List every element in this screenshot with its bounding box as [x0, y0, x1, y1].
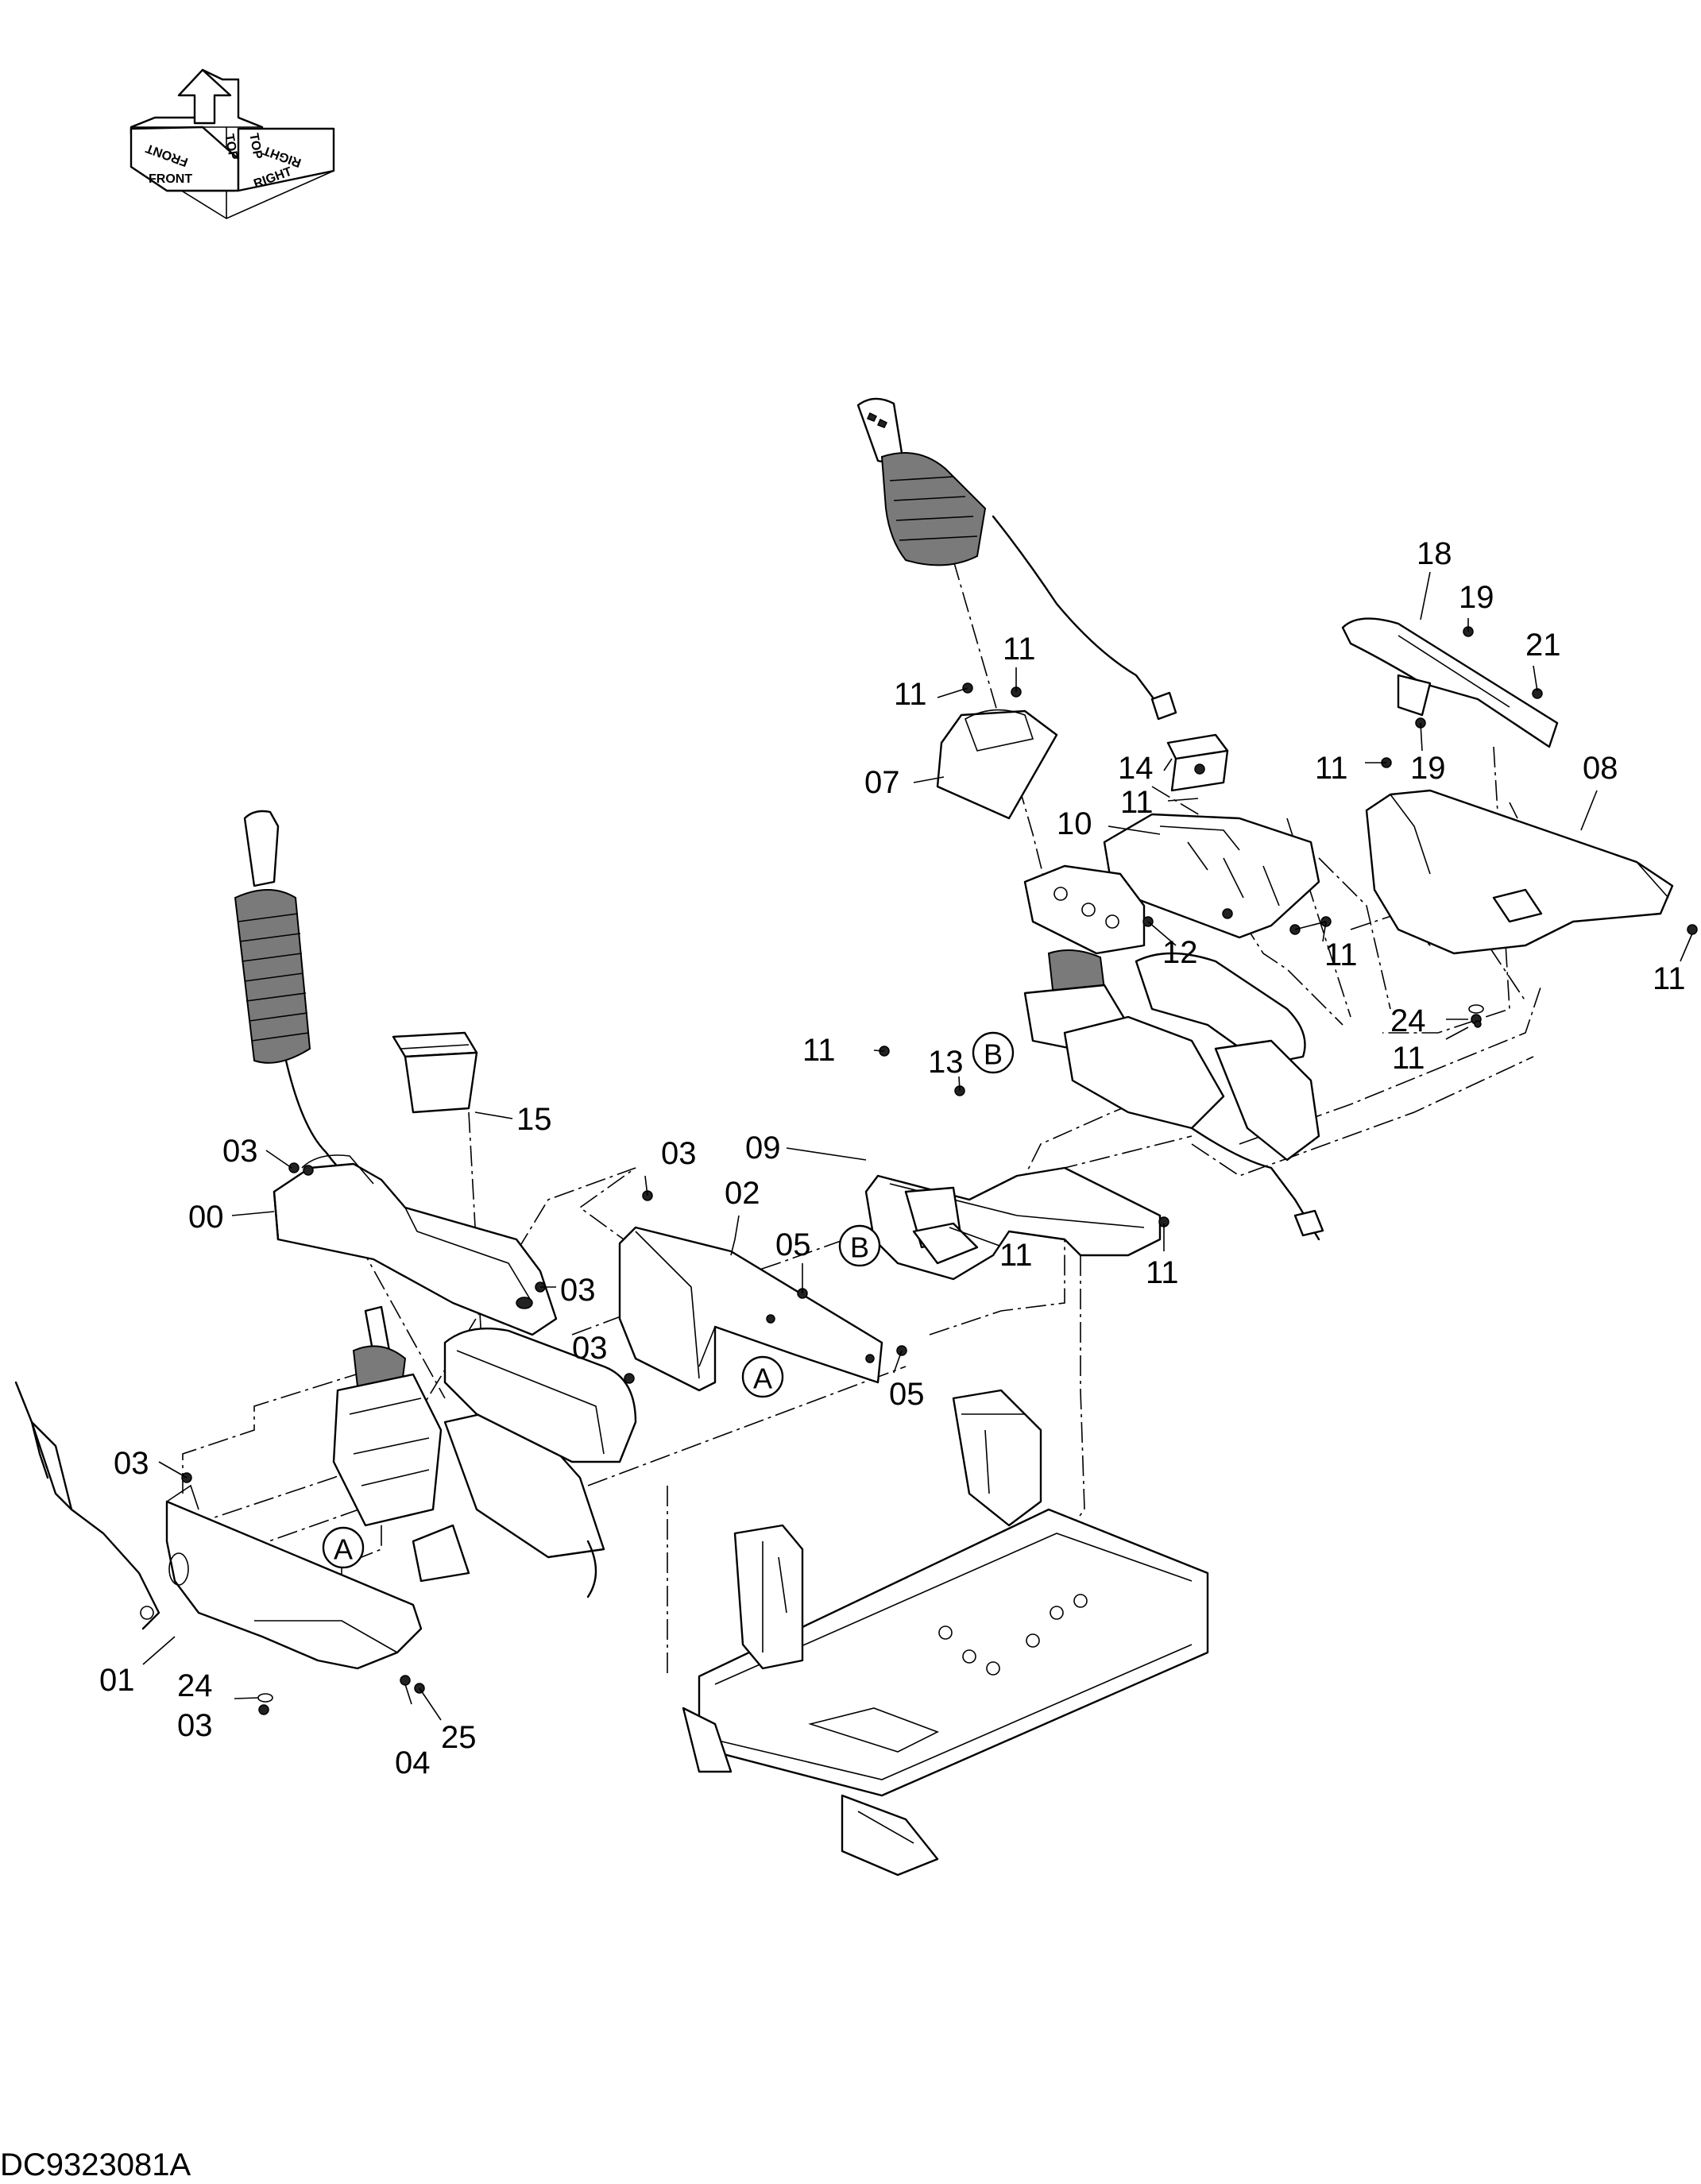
- orientation-top-label: TOP: [222, 133, 239, 160]
- label-11: 11: [802, 1033, 836, 1068]
- label-11: 11: [1324, 937, 1358, 972]
- label-05: 05: [775, 1227, 811, 1262]
- part-18-armrest-pad: [1341, 617, 1559, 748]
- part-09-side-cover: [864, 1166, 1162, 1281]
- ref-b-marker-1: B: [972, 1031, 1015, 1074]
- orientation-indicator: FRONT FRONT TOP TOP RIGHT RIGHT: [130, 68, 335, 219]
- label-19: 19: [1410, 751, 1446, 786]
- label-19: 19: [1459, 580, 1494, 615]
- left-armrest: [443, 1327, 637, 1463]
- label-21: 21: [1525, 628, 1561, 663]
- label-11: 11: [1653, 961, 1686, 996]
- label-18: 18: [1417, 536, 1452, 571]
- label-03: 03: [222, 1134, 258, 1169]
- label-11: 11: [894, 677, 927, 712]
- label-11: 11: [1315, 751, 1348, 786]
- label-03: 03: [560, 1273, 596, 1308]
- ref-b-marker-2: B: [838, 1224, 881, 1267]
- label-07: 07: [864, 765, 900, 800]
- part-00-left-console: [273, 1154, 558, 1336]
- part-07-boot-cover: [936, 709, 1058, 820]
- part-10-right-console: [1103, 813, 1320, 939]
- label-24: 24: [177, 1668, 213, 1703]
- label-11: 11: [999, 1238, 1033, 1273]
- label-14: 14: [1118, 751, 1154, 786]
- label-24: 24: [1390, 1003, 1426, 1038]
- fasteners: [181, 626, 1698, 1715]
- part-14-box: [1166, 733, 1229, 792]
- right-joystick: [856, 397, 1177, 721]
- left-lever-linkage: [14, 1381, 160, 1630]
- label-09: 09: [745, 1131, 781, 1165]
- part-08-rear-cover: [1365, 789, 1674, 955]
- label-11: 11: [1146, 1255, 1179, 1290]
- ref-a-marker-1: A: [322, 1526, 365, 1569]
- label-12: 12: [1162, 935, 1198, 970]
- label-11: 11: [1003, 632, 1036, 667]
- label-01: 01: [99, 1663, 135, 1698]
- seat-frame: [682, 1389, 1209, 1877]
- orientation-top-mirror-label: TOP: [246, 132, 264, 160]
- label-03: 03: [572, 1331, 608, 1366]
- part-01-lower-cover: [165, 1484, 423, 1670]
- ref-a-marker-2: A: [741, 1355, 784, 1398]
- label-08: 08: [1583, 751, 1618, 786]
- left-pilot-valve: [332, 1305, 605, 1598]
- ref-markers: A A B B: [322, 1031, 1015, 1569]
- label-03: 03: [661, 1136, 697, 1171]
- label-04: 04: [395, 1745, 431, 1780]
- label-03: 03: [177, 1708, 213, 1743]
- label-02: 02: [725, 1176, 760, 1211]
- label-10: 10: [1057, 806, 1092, 841]
- ref-b-label: B: [984, 1038, 1003, 1071]
- ref-a-label: A: [753, 1363, 772, 1395]
- right-valve-assembly: [1023, 864, 1324, 1241]
- label-00: 00: [188, 1200, 224, 1235]
- ref-a-label: A: [334, 1533, 353, 1566]
- part-15-tray: [392, 1031, 478, 1114]
- label-13: 13: [928, 1045, 964, 1080]
- label-05: 05: [889, 1377, 925, 1412]
- leader-lines: [142, 571, 1693, 1721]
- label-11: 11: [1392, 1041, 1425, 1076]
- part-02-side-cover: [618, 1226, 883, 1392]
- label-15: 15: [516, 1102, 552, 1137]
- part-labels: 15 03 00 03 03 02 05 03 05 03 01 24 03 0…: [99, 536, 1686, 1780]
- label-25: 25: [441, 1720, 477, 1755]
- orientation-front-label: FRONT: [149, 172, 192, 186]
- ref-b-label: B: [850, 1231, 869, 1264]
- label-03: 03: [114, 1446, 149, 1481]
- label-11: 11: [1120, 785, 1154, 820]
- drawing-code: DC9323081A: [0, 2147, 191, 2182]
